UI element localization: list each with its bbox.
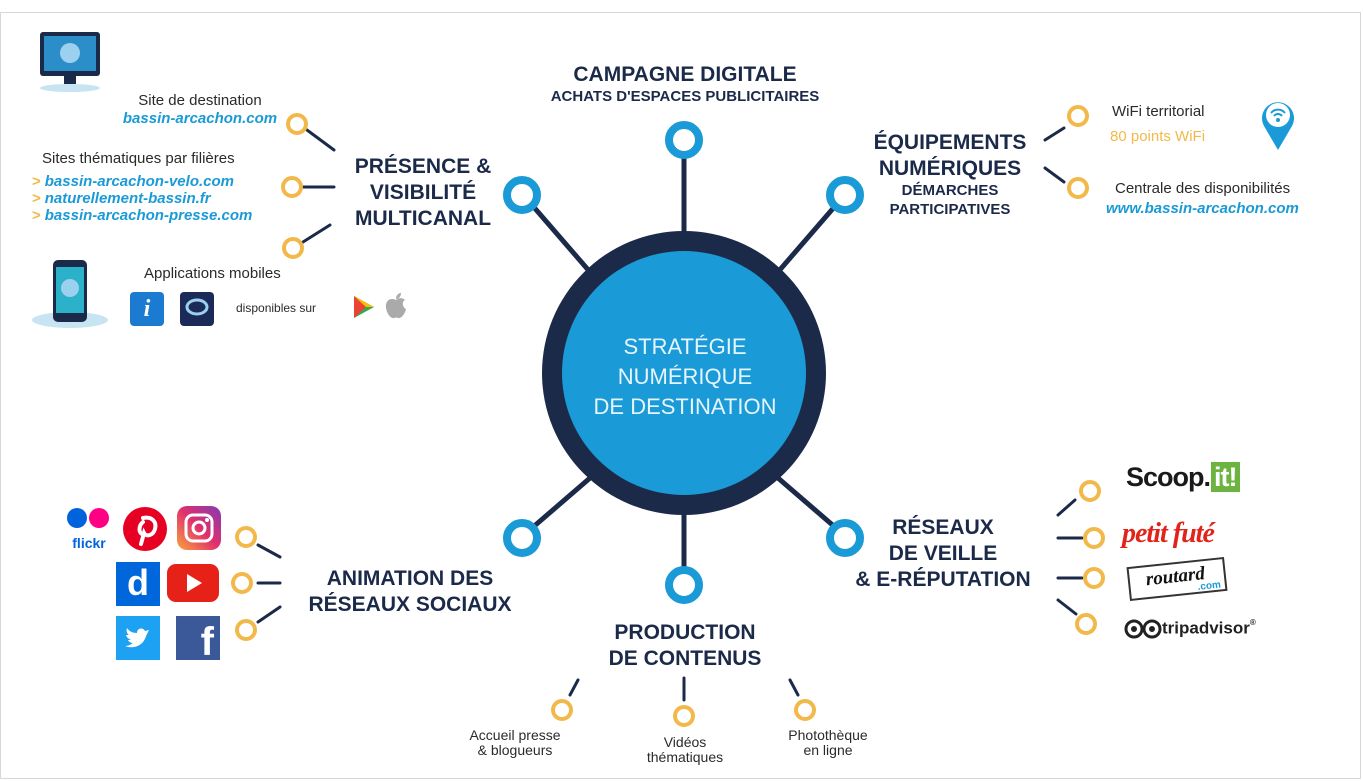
center-line-3: DE DESTINATION <box>593 394 777 419</box>
spoke-equipements <box>775 202 839 275</box>
petitfute-logo[interactable]: petit futé <box>1122 518 1215 549</box>
bassin-app-icon[interactable] <box>180 292 214 326</box>
veille-title-1: RÉSEAUX <box>892 516 994 539</box>
veille-title-3: & E-RÉPUTATION <box>855 568 1031 591</box>
youtube-icon[interactable] <box>166 562 220 604</box>
node-animation <box>503 519 541 557</box>
wifi-points: 80 points WiFi <box>1110 128 1206 145</box>
theme-link-2[interactable]: >naturellement-bassin.fr <box>32 190 211 207</box>
center-title: STRATÉGIE NUMÉRIQUE DE DESTINATION <box>570 332 800 422</box>
presence-title-2: VISIBILITÉ <box>369 181 477 204</box>
equipements-title-1: ÉQUIPEMENTS <box>873 131 1027 154</box>
equipements-sub-1: DÉMARCHES <box>901 182 999 199</box>
apps-label: Applications mobiles <box>144 265 281 282</box>
node-presence <box>503 176 541 214</box>
instagram-icon[interactable] <box>176 505 222 551</box>
campagne-subtitle: ACHATS D'ESPACES PUBLICITAIRES <box>550 88 820 105</box>
equipements-title-2: NUMÉRIQUES <box>878 157 1022 180</box>
presence-title-1: PRÉSENCE & <box>354 155 492 178</box>
equipements-sub-2: PARTICIPATIVES <box>889 201 1011 218</box>
center-inner-disc <box>562 251 806 495</box>
diagram-frame <box>0 12 1361 779</box>
site-url[interactable]: bassin-arcachon.com <box>122 110 278 127</box>
site-label: Site de destination <box>138 92 262 109</box>
center-line-2: NUMÉRIQUE <box>617 364 753 389</box>
presence-title-3: MULTICANAL <box>354 207 492 230</box>
theme-link-1[interactable]: >bassin-arcachon-velo.com <box>32 173 234 190</box>
node-veille <box>826 519 864 557</box>
production-title-2: DE CONTENUS <box>608 647 762 670</box>
campagne-title: CAMPAGNE DIGITALE <box>573 63 797 86</box>
pinterest-icon[interactable] <box>122 506 168 552</box>
centrale-url[interactable]: www.bassin-arcachon.com <box>1106 200 1299 217</box>
spoke-animation <box>529 475 593 531</box>
tripadvisor-logo[interactable]: tripadvisor® <box>1124 618 1256 639</box>
wifi-pin-icon <box>1262 102 1294 150</box>
production-title-1: PRODUCTION <box>614 621 756 644</box>
dailymotion-icon[interactable]: d <box>116 562 160 606</box>
centrale-label: Centrale des disponibilités <box>1115 180 1291 197</box>
smartphone-icon <box>32 260 108 328</box>
info-app-icon[interactable]: i <box>130 292 164 326</box>
spoke-presence <box>529 202 593 275</box>
facebook-icon[interactable]: f <box>176 616 220 660</box>
node-campagne <box>665 121 703 159</box>
twitter-icon[interactable] <box>116 616 160 660</box>
google-play-icon[interactable] <box>352 294 376 320</box>
production-item-1: Accueil presse& blogueurs <box>469 727 561 758</box>
apple-icon[interactable] <box>384 292 408 320</box>
node-equipements <box>826 176 864 214</box>
tripadvisor-owl-icon <box>1124 619 1162 639</box>
monitor-icon <box>40 32 100 92</box>
apps-available: disponibles sur <box>236 301 317 315</box>
node-production <box>665 566 703 604</box>
scoopit-logo[interactable]: Scoop.it! <box>1126 462 1240 493</box>
veille-title-2: DE VEILLE <box>888 542 998 565</box>
flickr-icon[interactable]: flickr <box>62 506 116 552</box>
animation-title-1: ANIMATION DES <box>326 567 494 590</box>
spoke-veille <box>775 475 839 531</box>
theme-link-3[interactable]: >bassin-arcachon-presse.com <box>32 207 253 224</box>
center-line-1: STRATÉGIE <box>623 334 747 359</box>
themes-label: Sites thématiques par filières <box>42 150 235 167</box>
animation-title-2: RÉSEAUX SOCIAUX <box>308 593 512 616</box>
wifi-label: WiFi territorial <box>1112 103 1205 120</box>
